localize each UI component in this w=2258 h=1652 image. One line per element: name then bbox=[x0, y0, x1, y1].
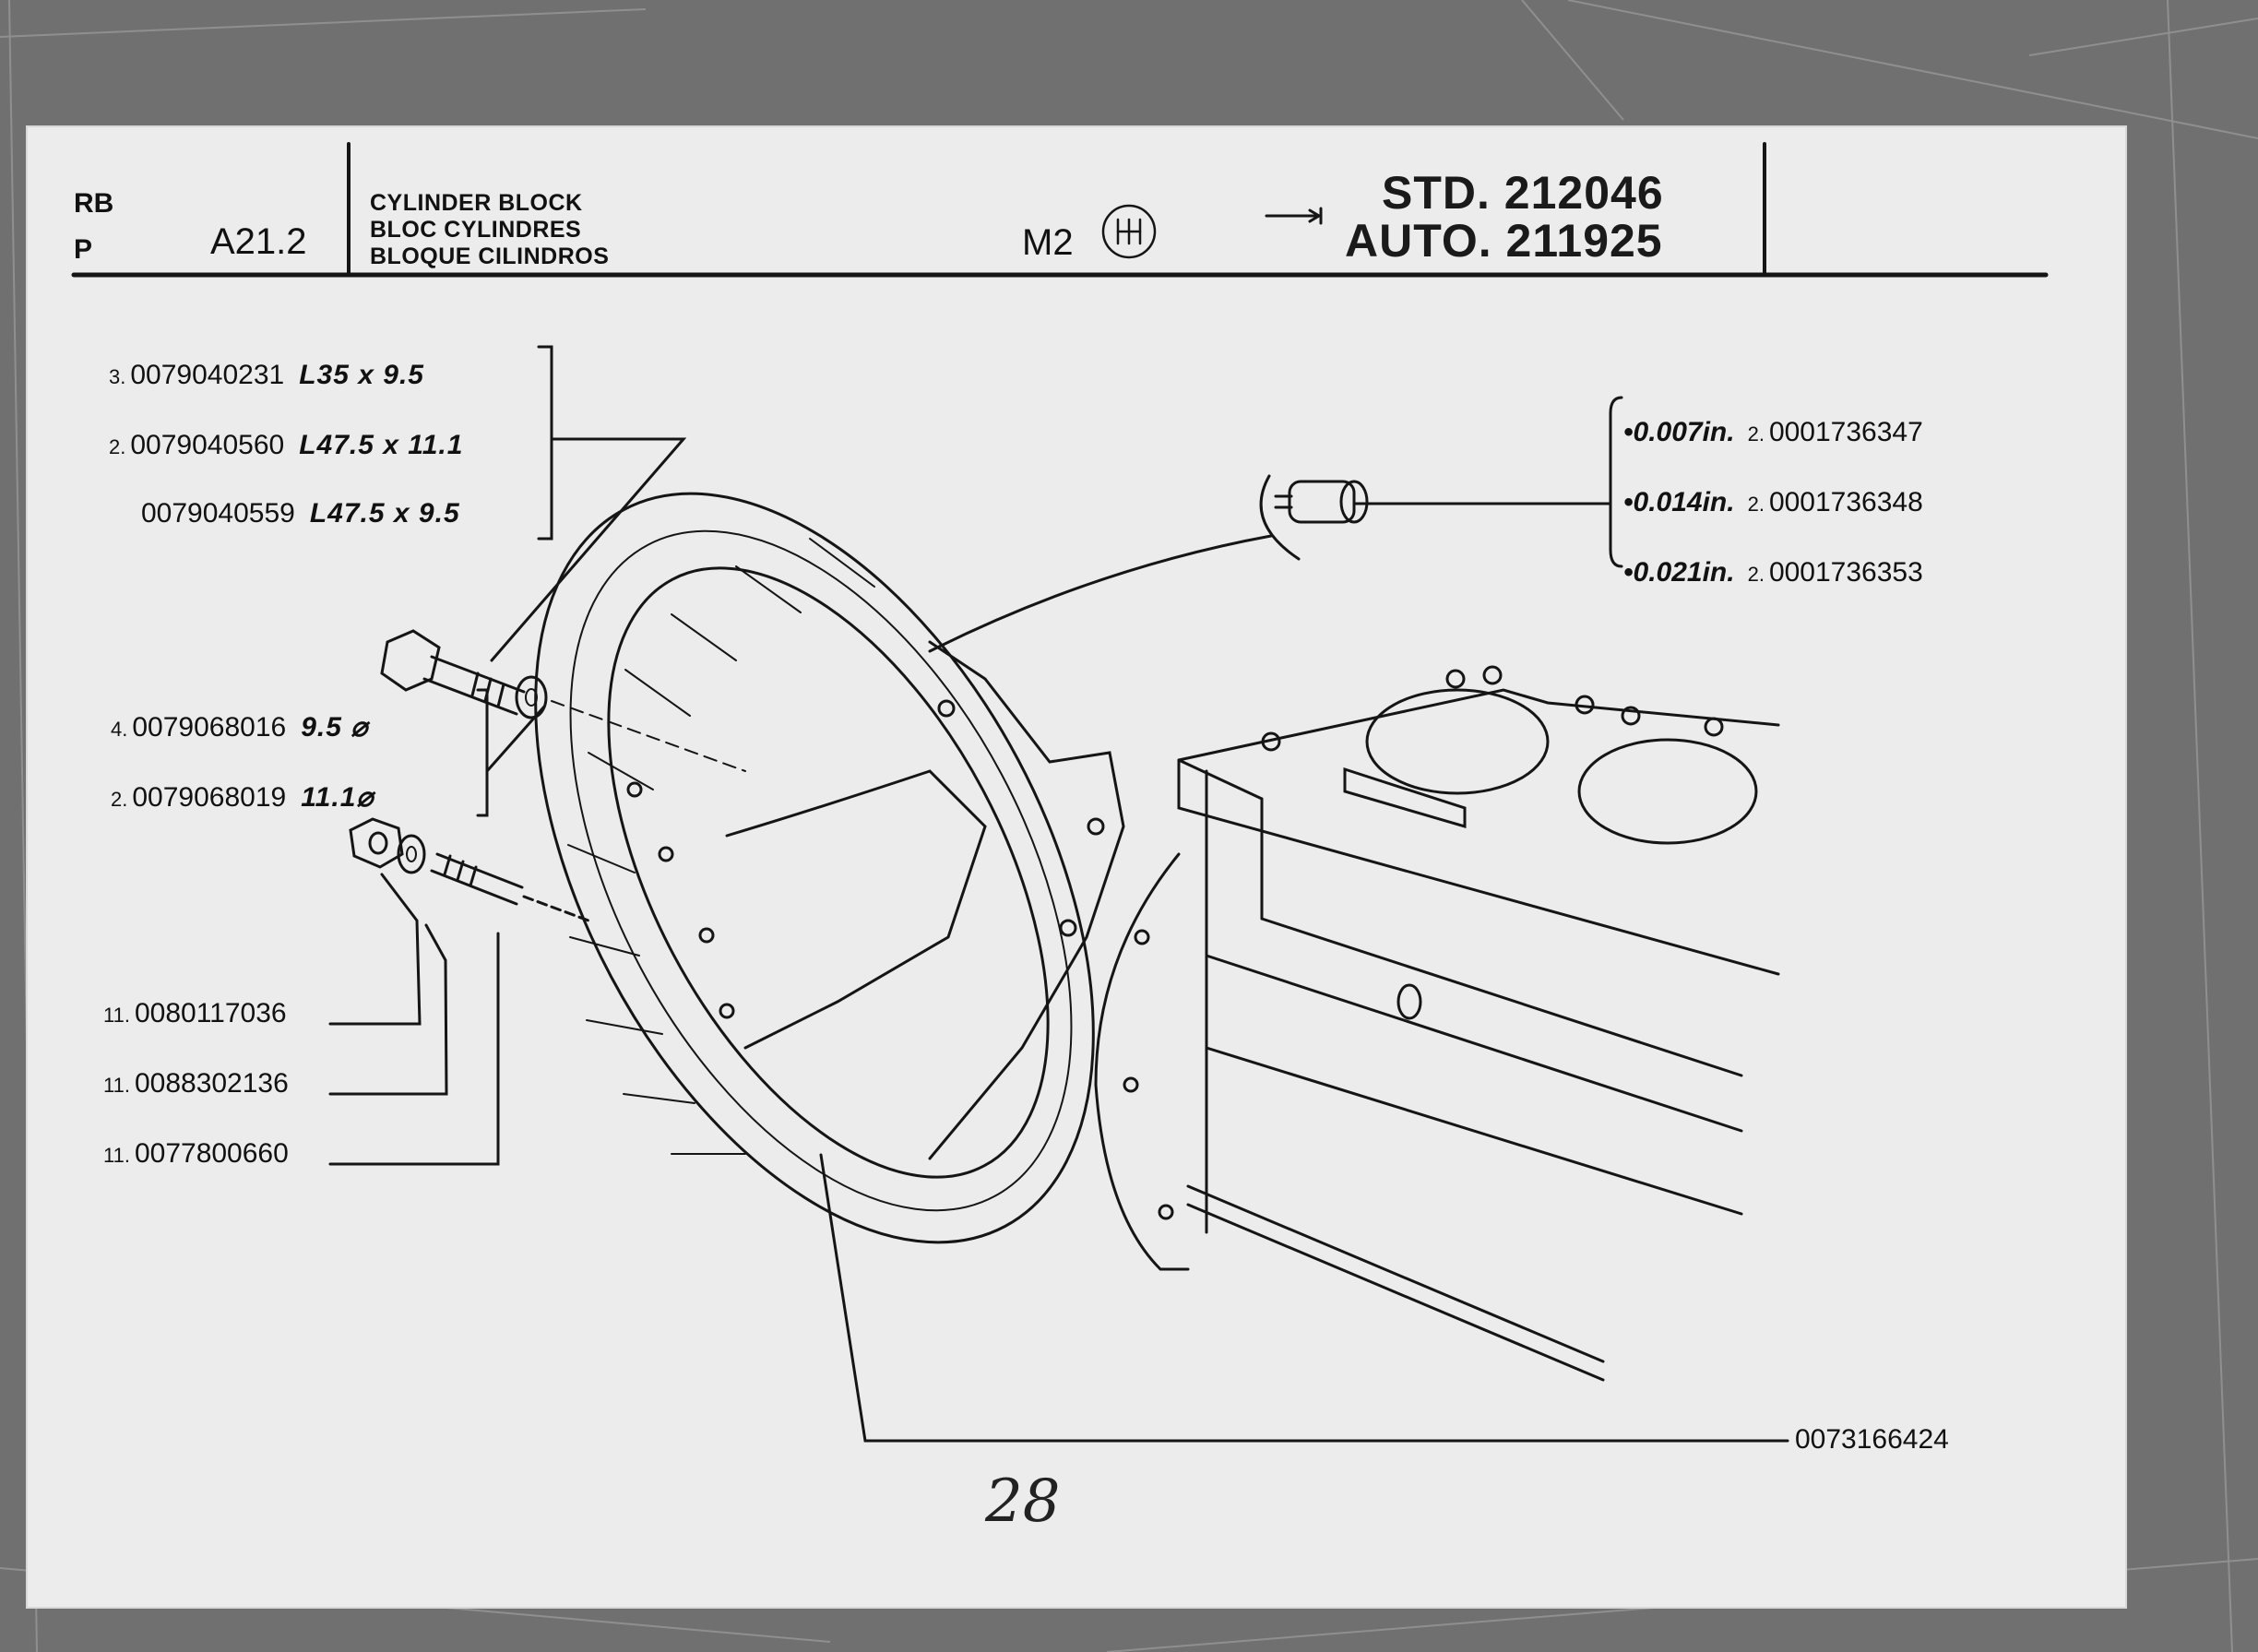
serial-arrow-icon bbox=[1265, 207, 1323, 225]
plug-bracket bbox=[1609, 396, 1623, 568]
callout-bolt-l47-9: 0079040559 L47.5 x 9.5 bbox=[137, 500, 460, 528]
qty-label: 2. bbox=[1747, 563, 1765, 586]
std-serial: STD. 212046 bbox=[1382, 167, 1664, 219]
expansion-plug bbox=[1259, 474, 1369, 561]
qty-label: 11. bbox=[103, 1004, 130, 1027]
bolt bbox=[380, 629, 526, 716]
qty-label: 2. bbox=[1747, 422, 1765, 446]
oversize-label: •0.007in. bbox=[1623, 417, 1735, 447]
callout-plug-007: •0.007in. 2.0001736347 bbox=[1623, 419, 1923, 446]
bolt-leader bbox=[490, 437, 687, 662]
bolt-washer bbox=[515, 675, 548, 719]
qty-label: 11. bbox=[103, 1144, 130, 1167]
part-number: 0079040559 bbox=[141, 498, 295, 529]
spec-label: L35 x 9.5 bbox=[299, 360, 424, 390]
qty-label: 2. bbox=[109, 435, 126, 458]
nut bbox=[349, 817, 404, 869]
callout-nut: 11.0080117036 bbox=[103, 1000, 287, 1028]
washer-bracket bbox=[476, 688, 489, 817]
part-number: 0001736347 bbox=[1768, 417, 1923, 447]
model-code: M2 bbox=[1022, 222, 1074, 263]
desc-spanish: BLOQUE CILINDROS bbox=[370, 244, 610, 269]
part-number: 0001736353 bbox=[1768, 557, 1923, 588]
plug-leader bbox=[928, 534, 1273, 653]
qty-label: 11. bbox=[103, 1074, 130, 1097]
callout-plug-014: •0.014in. 2.0001736348 bbox=[1623, 489, 1923, 517]
stud bbox=[430, 852, 590, 922]
callout-lower-washer: 11.0088302136 bbox=[103, 1070, 289, 1098]
auto-serial: AUTO. 211925 bbox=[1345, 215, 1663, 267]
qty-label: 2. bbox=[1747, 493, 1765, 516]
part-number: 0079068019 bbox=[132, 782, 287, 813]
bolt-bracket bbox=[537, 345, 553, 541]
callout-washer-11: 2.0079068019 11.1⌀ bbox=[111, 784, 374, 812]
callout-stud: 11.0077800660 bbox=[103, 1140, 289, 1168]
nut-leader bbox=[328, 873, 422, 1026]
desc-french: BLOC CYLINDRES bbox=[370, 217, 582, 243]
spec-label: 9.5 ⌀ bbox=[301, 712, 369, 743]
engine-block bbox=[1094, 665, 1780, 1382]
qty-label: 2. bbox=[111, 788, 128, 811]
code-rb: RB bbox=[74, 188, 114, 219]
desc-english: CYLINDER BLOCK bbox=[370, 190, 583, 216]
part-number: 0001736348 bbox=[1768, 487, 1923, 517]
parts-catalog-sheet: RB P A21.2 CYLINDER BLOCK BLOC CYLINDRES… bbox=[26, 125, 2127, 1609]
oversize-label: •0.014in. bbox=[1623, 487, 1735, 517]
spec-label: L47.5 x 9.5 bbox=[309, 498, 460, 529]
section-code: A21.2 bbox=[210, 221, 307, 262]
callout-washer-9: 4.0079068016 9.5 ⌀ bbox=[111, 714, 368, 742]
oversize-label: •0.021in. bbox=[1623, 557, 1735, 588]
washer-leader bbox=[328, 923, 448, 1096]
callout-bolt-l35: 3.0079040231 L35 x 9.5 bbox=[109, 362, 424, 389]
callout-bolt-l47-11: 2.0079040560 L47.5 x 11.1 bbox=[109, 432, 463, 459]
part-number: 0079040231 bbox=[130, 360, 285, 390]
manual-gearbox-icon bbox=[1101, 204, 1157, 259]
part-number: 0079040560 bbox=[130, 430, 285, 460]
callout-plug-021: •0.021in. 2.0001736353 bbox=[1623, 559, 1923, 587]
part-number: 0080117036 bbox=[134, 998, 287, 1028]
qty-label: 3. bbox=[109, 365, 126, 388]
housing-leader bbox=[819, 1153, 1789, 1443]
stud-leader bbox=[328, 932, 500, 1166]
spec-label: L47.5 x 11.1 bbox=[299, 430, 464, 460]
code-p: P bbox=[74, 234, 93, 265]
part-number: 0088302136 bbox=[134, 1068, 289, 1099]
housing-part-number: 0073166424 bbox=[1795, 1424, 1949, 1455]
qty-label: 4. bbox=[111, 718, 128, 741]
part-number: 0079068016 bbox=[132, 712, 287, 743]
part-number: 0077800660 bbox=[134, 1138, 289, 1169]
clutch-housing bbox=[534, 492, 1125, 1244]
exploded-view-drawing bbox=[71, 142, 2049, 1443]
spec-label: 11.1⌀ bbox=[301, 782, 374, 813]
lower-washer bbox=[397, 834, 426, 874]
handwritten-page-number: 28 bbox=[985, 1468, 1061, 1536]
